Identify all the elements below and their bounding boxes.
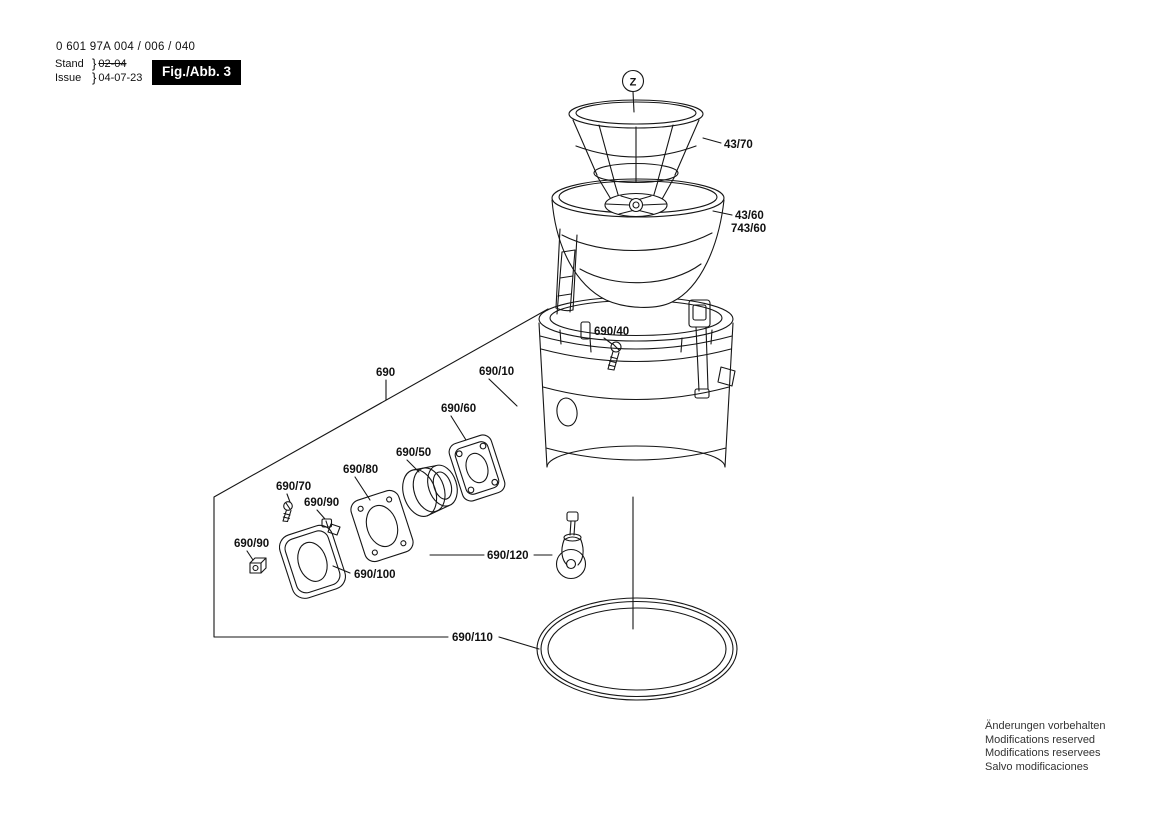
- rim-latch: [580, 321, 591, 340]
- seal-ring: [536, 597, 738, 701]
- callout-690-110: 690/110: [452, 632, 493, 644]
- container-tank: [538, 296, 736, 468]
- callout-43-60: 43/60: [735, 210, 764, 222]
- note-de: Änderungen vorbehalten: [985, 720, 1106, 732]
- callout-690-90-lower: 690/90: [234, 538, 269, 550]
- screw-690-70: [282, 501, 293, 523]
- callout-690-90-upper: 690/90: [304, 497, 339, 509]
- note-es: Salvo modificaciones: [985, 760, 1089, 773]
- revision-block: Stand } 02-04 Issue } 04-07-23: [55, 57, 142, 85]
- revision-issue-row: Issue } 04-07-23: [55, 71, 142, 85]
- leader-lines: [213, 90, 733, 650]
- callout-690-80: 690/80: [343, 464, 378, 476]
- tank-inlet-hole: [556, 397, 578, 427]
- bracket-line: [213, 308, 549, 638]
- sealing-gasket: [350, 489, 414, 563]
- modification-notes: Änderungen vorbehalten Modifications res…: [985, 720, 1105, 774]
- part-number: 0 601 97A 004 / 006 / 040: [56, 41, 196, 53]
- note-fr: Modifications reservees: [985, 747, 1101, 760]
- callout-labels: Z 43/70 43/60 743/60 690/40 690 690/10 6…: [234, 77, 766, 645]
- issue-value: 04-07-23: [98, 72, 143, 84]
- revision-stand-row: Stand } 02-04: [55, 57, 142, 71]
- callout-43-70: 43/70: [724, 139, 753, 151]
- issue-brace: }: [92, 70, 97, 85]
- side-clip: [717, 366, 736, 387]
- callout-690-50: 690/50: [396, 447, 431, 459]
- detail-marker-label: Z: [630, 77, 637, 89]
- filter-basket: [568, 99, 704, 218]
- stand-brace: }: [92, 56, 97, 71]
- nut: [249, 557, 267, 574]
- callout-690-10: 690/10: [479, 366, 514, 378]
- callout-690-70: 690/70: [276, 481, 311, 493]
- callout-743-60: 743/60: [731, 223, 766, 235]
- callout-690-40: 690/40: [594, 326, 629, 338]
- flange-plate: [448, 434, 506, 502]
- note-en: Modifications reserved: [985, 733, 1096, 746]
- latch-buckle: [688, 299, 711, 328]
- callout-690-60: 690/60: [441, 403, 476, 415]
- stand-label: Stand: [55, 58, 84, 70]
- callout-690: 690: [376, 367, 395, 379]
- tank-handle-bracket: [556, 249, 576, 315]
- issue-label: Issue: [55, 72, 82, 84]
- callout-690-100: 690/100: [354, 569, 396, 581]
- cover-plate: [278, 524, 346, 599]
- figure-label: Fig./Abb. 3: [152, 60, 241, 85]
- callout-690-120: 690/120: [487, 550, 529, 562]
- caster-wheel: [555, 511, 587, 580]
- stand-value: 02-04: [98, 58, 127, 70]
- basket-hub: [604, 192, 668, 218]
- screw-690-40: [607, 341, 622, 371]
